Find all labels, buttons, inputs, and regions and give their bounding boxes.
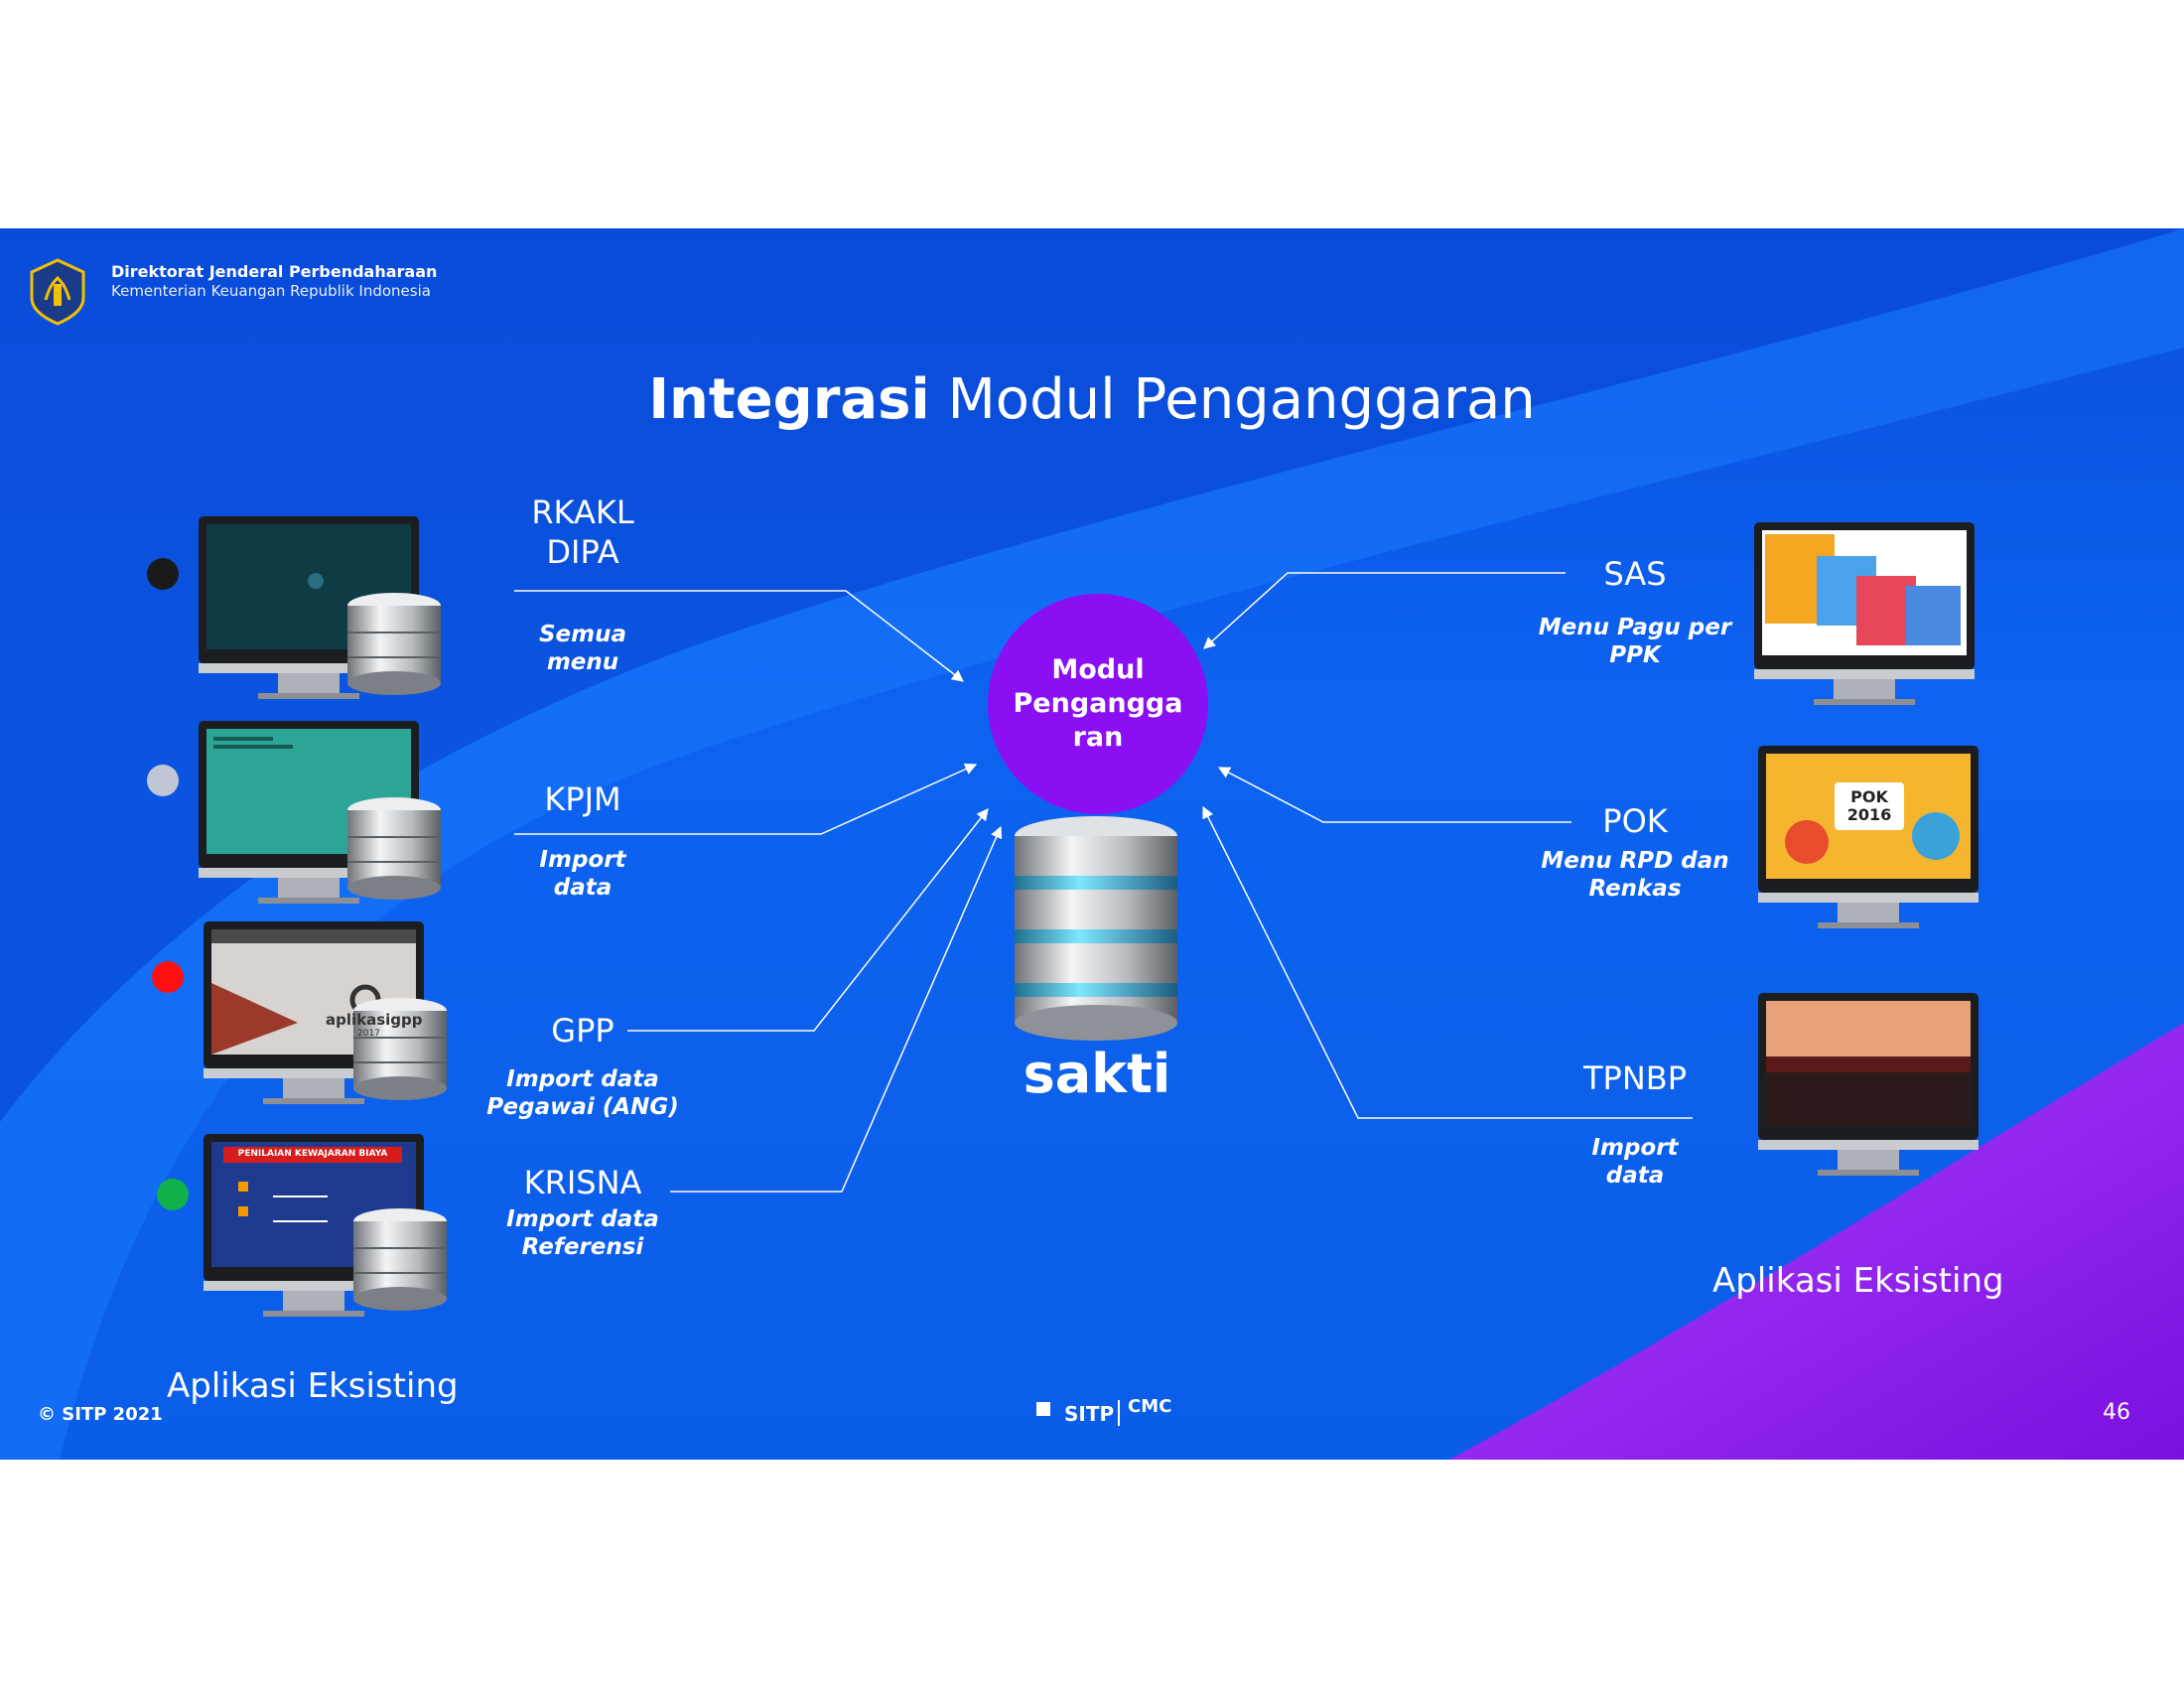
org-subtitle: Kementerian Keuangan Republik Indonesia xyxy=(111,282,431,300)
label-pok: POK xyxy=(1602,802,1668,840)
sakti-label: sakti xyxy=(1023,1043,1171,1105)
top-left-band xyxy=(0,228,2184,1122)
background-shapes xyxy=(0,228,2184,1460)
label-sas: SAS xyxy=(1603,555,1667,593)
db-icon-3 xyxy=(353,998,447,1100)
title-bold: Integrasi xyxy=(648,367,930,432)
line-tpnbp xyxy=(1202,805,1693,1119)
db-icon-1 xyxy=(347,593,441,695)
module-circle: Modul Pengangga ran xyxy=(988,594,1208,814)
monitor-krisna xyxy=(204,1134,424,1317)
caption-right: Aplikasi Eksisting xyxy=(1712,1261,2004,1301)
label-krisna: KRISNA xyxy=(523,1164,642,1201)
page-title: Integrasi Modul Penganggaran xyxy=(0,367,2184,432)
monitor-sas xyxy=(1754,522,1975,705)
label-kpjm: KPJM xyxy=(544,780,621,818)
label-rkakl-dipa: RKAKL DIPA xyxy=(531,493,634,571)
sub-sas: Menu Pagu per PPK xyxy=(1538,615,1732,668)
status-dot-krisna xyxy=(157,1179,189,1210)
bottom-right-purple xyxy=(1449,1023,2184,1460)
sub-pok: Menu RPD dan Renkas xyxy=(1541,848,1729,902)
kemenkeu-logo xyxy=(30,258,85,326)
sitp-logo-icon xyxy=(1036,1402,1050,1416)
status-dot-gpp xyxy=(152,961,184,993)
sub-rkakl: Semua menu xyxy=(538,622,627,675)
sub-krisna: Import data Referensi xyxy=(506,1206,659,1260)
logo-divider xyxy=(1118,1400,1120,1426)
line-gpp xyxy=(627,808,989,1032)
db-icon-2 xyxy=(347,797,441,900)
page-number: 46 xyxy=(2103,1400,2130,1425)
logo-sitp: SITP xyxy=(1064,1402,1115,1426)
gpp-screen-year: 2017 xyxy=(357,1029,380,1039)
slide: Direktorat Jenderal Perbendaharaan Kemen… xyxy=(0,228,2184,1460)
label-tpnbp: TPNBP xyxy=(1582,1059,1688,1097)
title-rest: Modul Penganggaran xyxy=(929,367,1536,432)
line-sas xyxy=(1203,572,1566,649)
monitor-tpnbp xyxy=(1758,993,1979,1176)
db-icon-4 xyxy=(353,1208,447,1311)
sub-gpp: Import data Pegawai (ANG) xyxy=(486,1066,679,1120)
org-name: Direktorat Jenderal Perbendaharaan xyxy=(111,262,438,281)
sakti-database-icon xyxy=(1015,816,1177,1041)
pok-screen-year: 2016 xyxy=(1846,805,1892,824)
caption-left: Aplikasi Eksisting xyxy=(167,1366,459,1406)
status-dot-kpjm xyxy=(147,765,179,796)
line-rkakl xyxy=(514,590,964,682)
sub-tpnbp: Import data xyxy=(1591,1135,1679,1189)
krisna-screen-header: PENILAIAN KEWAJARAN BIAYA xyxy=(237,1149,388,1159)
footer-logo: SITP CMC xyxy=(1036,1396,1185,1428)
pok-screen-text: POK xyxy=(1850,787,1888,806)
label-gpp: GPP xyxy=(551,1012,614,1050)
line-krisna xyxy=(670,825,1003,1193)
gpp-screen-text: aplikasigpp xyxy=(326,1011,423,1029)
copyright: © SITP 2021 xyxy=(38,1404,163,1425)
line-pok xyxy=(1217,767,1571,823)
logo-cmc: CMC xyxy=(1128,1396,1172,1417)
status-dot-rkakl xyxy=(147,558,179,590)
sub-kpjm: Import data xyxy=(539,847,626,901)
monitor-pok xyxy=(1758,746,1979,928)
line-kpjm xyxy=(514,763,978,835)
module-label: Modul Pengangga ran xyxy=(1013,654,1183,753)
